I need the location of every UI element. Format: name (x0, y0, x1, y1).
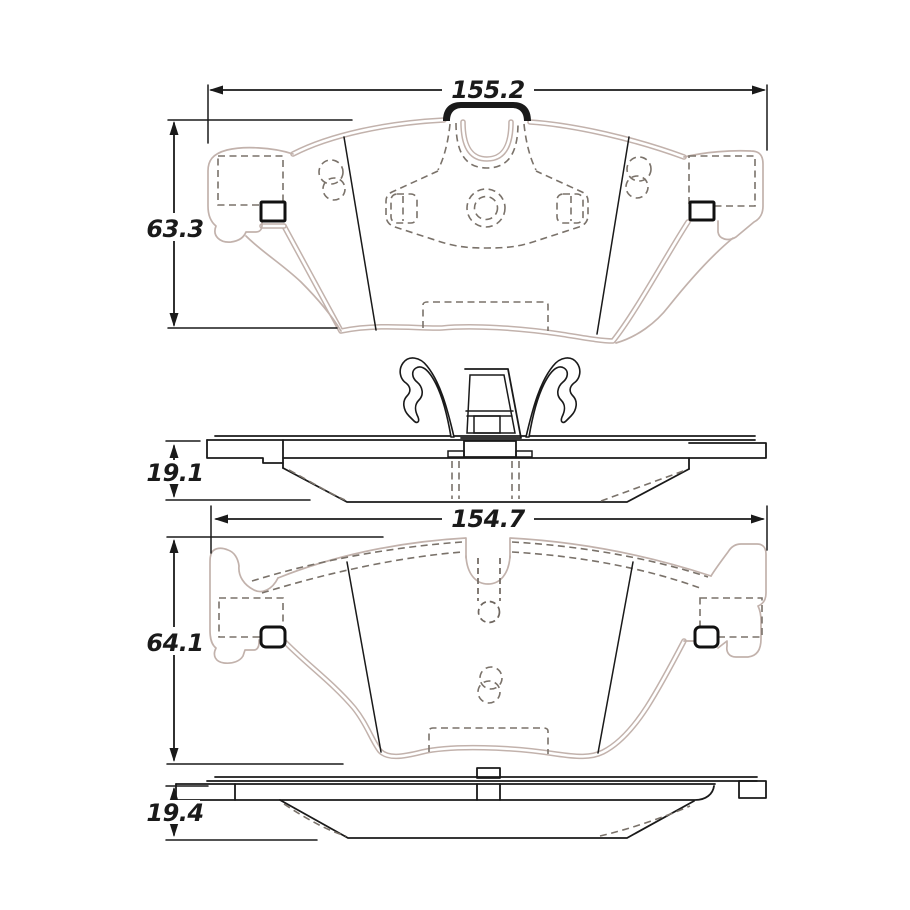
hidden-contours (218, 541, 763, 754)
pad-left-ear-lower-edge (245, 235, 342, 332)
dim-outer-pad-height: 63.3 (146, 119, 353, 329)
dimension-label-height-outer: 63.3 (146, 215, 203, 243)
chamfer-line-right (596, 136, 630, 335)
wear-sensor-left (259, 625, 287, 649)
outer-pad-edge-view (206, 357, 767, 503)
retaining-tab-cap (443, 102, 531, 121)
pad-right-ear (710, 543, 767, 658)
wear-sensor-left (259, 200, 287, 223)
dimension-label-thickness-inner: 19.4 (146, 799, 203, 827)
pad-right-ear (683, 149, 764, 241)
hidden-contours (217, 122, 756, 331)
dim-inner-pad-width: 154.7 (210, 503, 768, 554)
friction-material-edge (279, 799, 695, 839)
dim-outer-pad-thickness: 19.1 (146, 440, 311, 501)
dimension-label-thickness-outer: 19.1 (146, 459, 203, 487)
pad-outline (262, 120, 715, 341)
anti-rattle-clip (399, 357, 581, 458)
dimensions: 155.2 63.3 19.1 (146, 74, 768, 841)
friction-material-edge (282, 461, 690, 503)
dim-inner-pad-thickness: 19.4 (146, 785, 318, 841)
backing-plate (175, 767, 767, 801)
pad-left-ear (207, 146, 294, 243)
inner-pad-edge-view (175, 767, 767, 839)
dim-outer-pad-width: 155.2 (207, 74, 768, 151)
chamfer-line-left (346, 561, 382, 753)
backing-plate (206, 435, 767, 470)
dim-inner-pad-height: 64.1 (146, 536, 384, 765)
outer-pad-front-view (207, 102, 764, 344)
chamfer-line-left (343, 136, 377, 331)
dimension-label-width-outer: 155.2 (451, 76, 524, 104)
wear-sensor-right (688, 200, 716, 222)
pad-right-ear-lower-edge (615, 237, 734, 344)
wear-sensor-right (693, 625, 720, 649)
pad-left-ear (209, 547, 279, 665)
chamfer-line-right (597, 561, 634, 754)
dimension-label-height-inner: 64.1 (146, 629, 203, 657)
inner-pad-front-view (209, 537, 767, 756)
dimension-label-width-inner: 154.7 (451, 505, 525, 533)
